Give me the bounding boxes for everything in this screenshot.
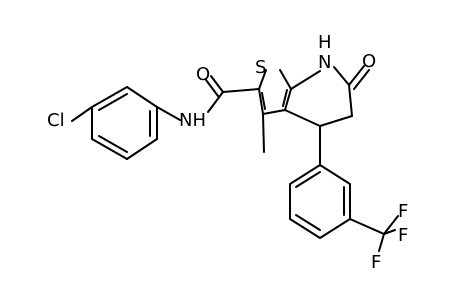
bond	[98, 135, 128, 153]
bond	[261, 92, 266, 110]
bond	[126, 86, 158, 108]
bond	[295, 171, 321, 188]
bond	[319, 218, 351, 239]
bond	[378, 233, 385, 252]
bond	[126, 138, 158, 160]
bond	[284, 109, 321, 127]
bond	[207, 91, 224, 113]
bond	[295, 214, 321, 231]
dihydropyridone-ring	[284, 66, 353, 127]
bond	[71, 106, 93, 122]
bond	[383, 215, 399, 235]
bond	[279, 69, 292, 90]
bond	[319, 115, 353, 127]
sulfur-label: S	[255, 57, 266, 78]
fluorine-label-2: F	[398, 225, 408, 246]
ring-hydrogen-label: H	[318, 32, 332, 53]
fluorine-label-3: F	[371, 252, 381, 273]
bond	[289, 218, 321, 239]
bond	[348, 65, 365, 86]
bond	[353, 69, 370, 90]
bond	[98, 93, 128, 111]
bond	[289, 164, 321, 185]
trifluoromethylphenyl-ring	[289, 164, 351, 239]
bond	[222, 88, 260, 93]
amide-oxygen-label: O	[196, 64, 210, 85]
thiophene-ring	[258, 69, 292, 115]
bond	[210, 75, 224, 93]
bond	[262, 109, 286, 115]
bond	[205, 79, 219, 97]
bond	[319, 164, 351, 185]
lactam-oxygen-label: O	[362, 51, 376, 72]
bond	[91, 138, 128, 160]
bond	[262, 113, 265, 153]
bond	[349, 218, 385, 235]
bond	[282, 89, 288, 107]
chlorine-label: Cl	[47, 110, 65, 131]
amide-nh-label: NH	[179, 110, 206, 131]
bond	[333, 66, 350, 86]
bond	[91, 86, 128, 108]
bond	[258, 69, 267, 90]
fluorine-label-1: F	[398, 201, 408, 222]
bond	[156, 106, 181, 121]
bond	[258, 88, 264, 115]
bond	[348, 84, 353, 117]
ring-nitrogen-label: N	[318, 52, 331, 73]
chlorophenyl-ring	[91, 86, 158, 160]
bond	[290, 70, 321, 90]
bond	[383, 229, 396, 235]
bond	[284, 88, 292, 111]
